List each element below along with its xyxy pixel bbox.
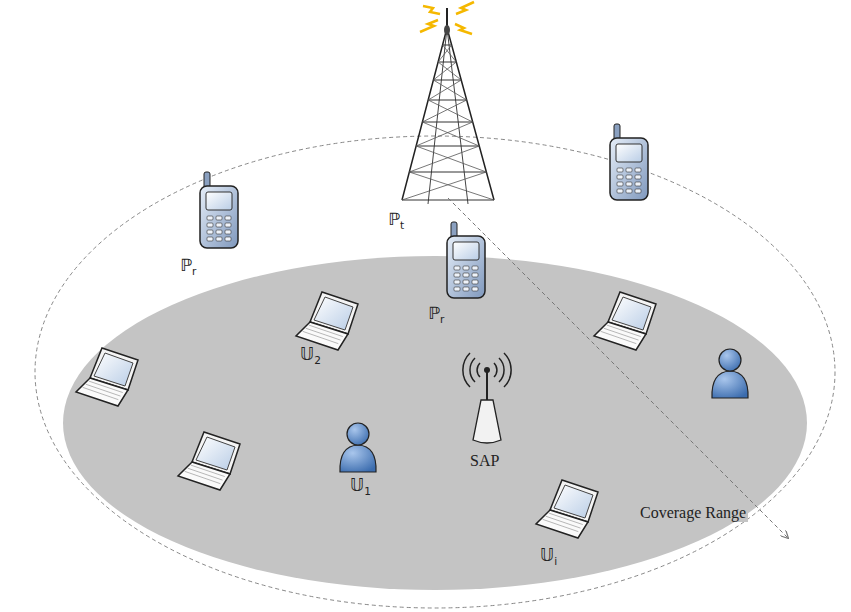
laptop-icon: [536, 480, 598, 538]
radius-line: [448, 198, 788, 538]
sap-icon: [463, 353, 511, 443]
laptop-icon: [76, 348, 138, 406]
user-icon: [340, 423, 376, 472]
phone-icon: [447, 222, 485, 298]
coverage-ellipse: [35, 136, 835, 608]
receiver-label: ℙr: [180, 256, 196, 277]
user-label: 𝕌i: [540, 546, 557, 567]
user-label: 𝕌1: [350, 476, 371, 497]
tower-label: ℙt: [388, 210, 404, 231]
phone-icon: [610, 124, 648, 200]
receiver-label: ℙr: [428, 304, 444, 325]
laptop-icon: [296, 292, 358, 350]
sap-label: SAP: [470, 452, 499, 470]
laptop-icon: [178, 432, 240, 490]
range-label: Coverage Range: [638, 504, 748, 522]
user-icon: [712, 349, 748, 398]
user-label: 𝕌2: [300, 345, 321, 366]
secondary-area: [63, 256, 807, 590]
laptop-icon: [594, 292, 656, 350]
phone-icon: [200, 172, 238, 248]
tower-icon: [402, 2, 494, 204]
